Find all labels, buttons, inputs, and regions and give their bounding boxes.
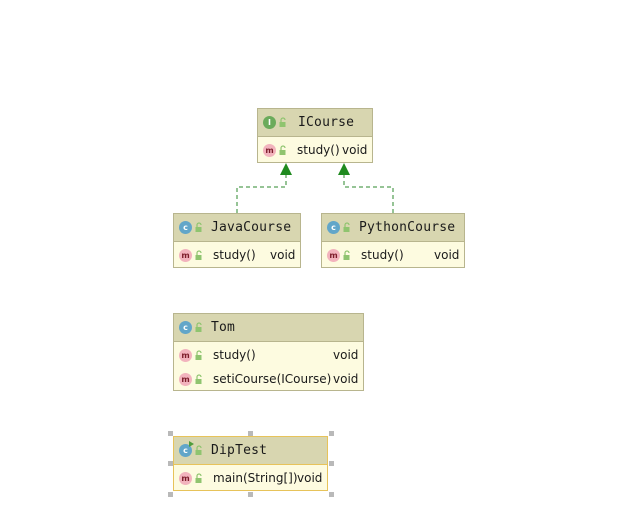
class-node-pythoncourse[interactable]: c PythonCourse m study() void — [321, 213, 465, 268]
resize-handle-top-center[interactable] — [248, 431, 253, 436]
unlocked-lock-icon — [195, 249, 202, 260]
class-header: I ICourse — [258, 109, 372, 137]
resize-handle-top-right[interactable] — [329, 431, 334, 436]
method-icon: m — [263, 143, 276, 157]
method-icon: m — [179, 248, 192, 262]
unlocked-lock-icon — [195, 472, 202, 483]
class-node-javacourse[interactable]: c JavaCourse m study() void — [173, 213, 301, 268]
class-name: ICourse — [298, 115, 355, 130]
unlocked-lock-icon — [279, 144, 286, 155]
class-badge-letter: c — [183, 446, 188, 455]
resize-handle-middle-left[interactable] — [168, 461, 173, 466]
method-return-type: void — [297, 471, 323, 485]
method-name: setiCourse(ICourse) — [213, 372, 332, 386]
unlocked-lock-icon — [195, 222, 202, 232]
method-row[interactable]: m study() void — [174, 343, 363, 367]
method-name: study() — [213, 248, 256, 262]
method-return-type: void — [270, 248, 296, 262]
relation-line — [343, 175, 394, 213]
class-members: m main(String[]) void — [174, 465, 327, 490]
realization-pythoncourse-to-icourse[interactable] — [338, 163, 394, 213]
resize-handle-bottom-right[interactable] — [329, 492, 334, 497]
method-return-type: void — [342, 143, 368, 157]
method-row[interactable]: m study() void — [174, 243, 300, 267]
resize-handle-bottom-left[interactable] — [168, 492, 173, 497]
method-icon: m — [327, 248, 340, 262]
class-icon: c — [179, 221, 192, 234]
relation-arrowhead — [280, 163, 292, 175]
class-icon: c — [327, 221, 340, 234]
unlocked-lock-icon — [279, 117, 286, 127]
resize-handle-bottom-center[interactable] — [248, 492, 253, 497]
method-row[interactable]: m study() void — [322, 243, 464, 267]
interface-icon: I — [263, 116, 276, 129]
class-icon: c — [179, 321, 192, 334]
unlocked-lock-icon — [195, 349, 202, 360]
runnable-class-icon: c — [179, 441, 194, 457]
unlocked-lock-icon — [195, 445, 202, 455]
realization-javacourse-to-icourse[interactable] — [236, 163, 292, 213]
run-arrow-icon — [189, 441, 194, 447]
method-name: study() — [361, 248, 404, 262]
class-header: c PythonCourse — [322, 214, 464, 242]
method-name: study() — [213, 348, 256, 362]
class-name: PythonCourse — [359, 220, 456, 235]
relation-line — [236, 175, 287, 213]
resize-handle-middle-right[interactable] — [329, 461, 334, 466]
resize-handle-top-left[interactable] — [168, 431, 173, 436]
method-return-type: void — [434, 248, 460, 262]
class-name: JavaCourse — [211, 220, 292, 235]
method-icon: m — [179, 372, 192, 386]
relation-arrowhead — [338, 163, 350, 175]
class-members: m study() void — [258, 137, 372, 162]
class-name: Tom — [211, 320, 236, 335]
class-members: m study() void — [174, 242, 300, 267]
class-name: DipTest — [211, 443, 268, 458]
method-icon: m — [179, 348, 192, 362]
class-header: c DipTest — [174, 437, 327, 465]
method-row[interactable]: m main(String[]) void — [174, 466, 327, 490]
class-node-icourse[interactable]: I ICourse m study() void — [257, 108, 373, 163]
unlocked-lock-icon — [343, 249, 350, 260]
static-method-icon: m — [179, 471, 192, 485]
unlocked-lock-icon — [343, 222, 350, 232]
class-node-tom[interactable]: c Tom m study() void m setiCourse(ICours… — [173, 313, 364, 391]
class-header: c JavaCourse — [174, 214, 300, 242]
method-name: study() — [297, 143, 340, 157]
class-header: c Tom — [174, 314, 363, 342]
method-return-type: void — [333, 372, 359, 386]
method-row[interactable]: m setiCourse(ICourse) void — [174, 367, 363, 391]
unlocked-lock-icon — [195, 322, 202, 332]
class-members: m study() void — [322, 242, 464, 267]
method-row[interactable]: m study() void — [258, 138, 372, 162]
class-members: m study() void m setiCourse(ICourse) voi… — [174, 342, 363, 391]
method-return-type: void — [333, 348, 359, 362]
method-name: main(String[]) — [213, 471, 298, 485]
unlocked-lock-icon — [195, 373, 202, 384]
class-node-diptest[interactable]: c DipTest m main(String[]) void — [173, 436, 328, 491]
